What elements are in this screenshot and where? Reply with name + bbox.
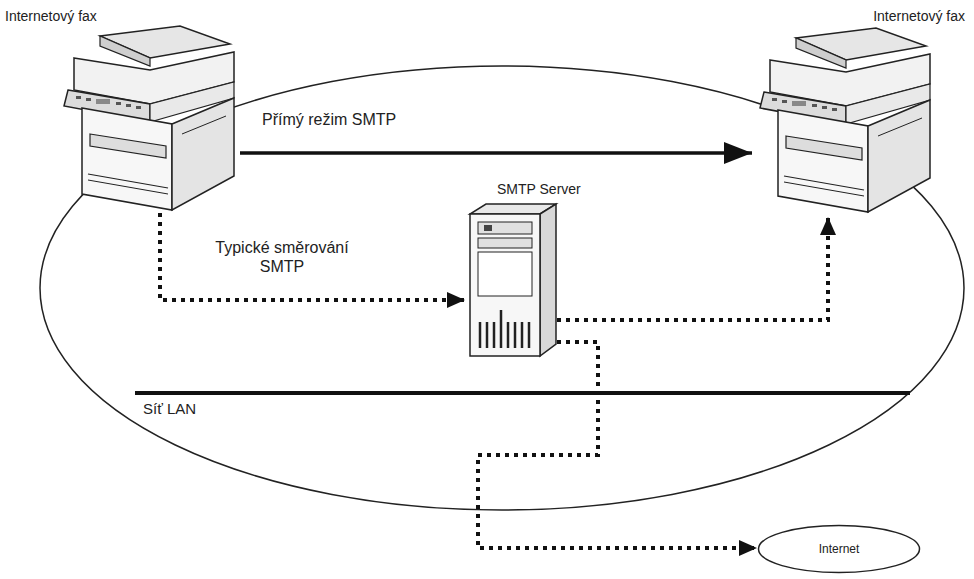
drive-bay xyxy=(478,222,532,234)
vent-slots xyxy=(480,310,529,348)
edge-label: Přímý režim SMTP xyxy=(262,110,462,129)
vent xyxy=(507,322,510,348)
vent xyxy=(479,322,482,348)
direct-arrow xyxy=(240,151,752,155)
fax-machine: Internetový fax xyxy=(5,5,240,213)
fax-machine-drawing xyxy=(760,28,930,212)
vent xyxy=(486,322,489,348)
edge-label: Typické směrování SMTP xyxy=(212,238,352,276)
vent xyxy=(521,322,524,348)
lan-bus xyxy=(135,391,910,395)
node-label: Internetový fax xyxy=(5,8,97,25)
node-label: Internetový fax xyxy=(873,8,965,25)
server-node: SMTP Server xyxy=(465,178,557,358)
fax-machine: Internetový fax xyxy=(752,5,967,217)
vent xyxy=(514,322,517,348)
node-label: Internet xyxy=(757,524,921,574)
drive-light xyxy=(484,225,492,231)
front-panel xyxy=(478,252,532,296)
server-front xyxy=(470,214,540,356)
vent xyxy=(528,322,531,348)
fax-machine-drawing xyxy=(64,26,234,210)
drive-bay xyxy=(478,238,532,248)
server-drawing xyxy=(470,204,556,356)
vent xyxy=(493,322,496,348)
vent xyxy=(500,310,503,348)
routing-arrow xyxy=(557,217,828,320)
network-cloud: Internet xyxy=(757,524,921,574)
routing-arrow xyxy=(160,213,465,300)
routing-arrow xyxy=(478,342,757,548)
server-side xyxy=(540,204,556,356)
network-label: Síť LAN xyxy=(143,400,196,418)
node-label: SMTP Server xyxy=(497,181,581,198)
